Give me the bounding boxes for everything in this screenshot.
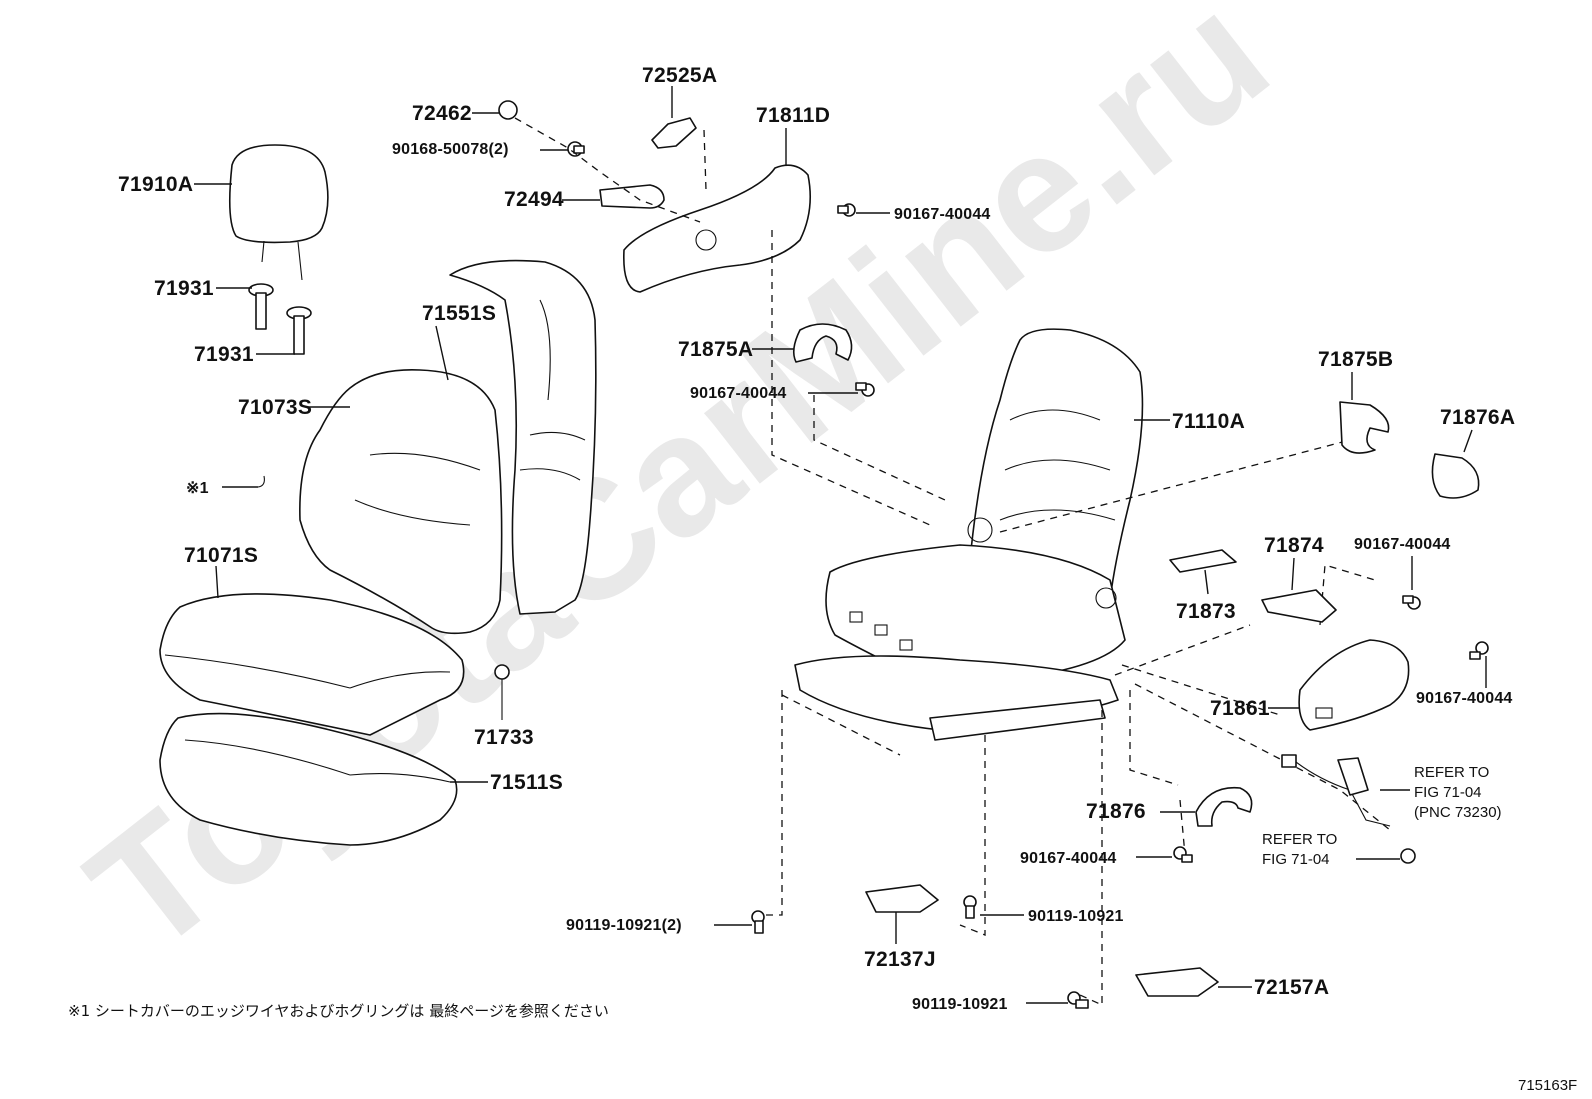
label-71110A: 71110A bbox=[1172, 410, 1245, 433]
label-71875B: 71875B bbox=[1318, 348, 1393, 371]
seat-frame-part[interactable] bbox=[794, 328, 1144, 741]
bolt-refer-part[interactable] bbox=[1400, 848, 1416, 864]
label-90167-r2: 90167-40044 bbox=[1416, 690, 1513, 707]
label-72137J: 72137J bbox=[864, 948, 936, 971]
seat-cushion-cover-part[interactable] bbox=[159, 593, 465, 736]
bolt-90119-low[interactable] bbox=[1067, 991, 1089, 1009]
refer-text-1-line1: REFER TO bbox=[1414, 764, 1489, 781]
label-71551S: 71551S bbox=[422, 302, 496, 325]
label-71861: 71861 bbox=[1210, 697, 1270, 720]
seatback-cover-part[interactable] bbox=[299, 369, 503, 635]
seatback-pad-part[interactable] bbox=[449, 259, 597, 615]
cover-71874-part[interactable] bbox=[1261, 589, 1337, 623]
cap-part[interactable] bbox=[498, 100, 518, 120]
label-90119-2: 90119-10921(2) bbox=[566, 917, 682, 934]
label-71873: 71873 bbox=[1176, 600, 1236, 623]
label-90119-mid: 90119-10921 bbox=[1028, 908, 1124, 925]
footnote-text: ※1 シートカバーのエッジワイヤおよびホグリングは 最終ページを参照ください bbox=[68, 1002, 609, 1020]
screw-90167-r1[interactable] bbox=[1402, 595, 1421, 610]
figure-id: 715163F bbox=[1518, 1077, 1577, 1094]
refer-text-1-line2: FIG 71-04 bbox=[1414, 784, 1482, 801]
bracket-71876-part[interactable] bbox=[1195, 786, 1253, 827]
label-72525A: 72525A bbox=[642, 64, 717, 87]
label-90168: 90168-50078(2) bbox=[392, 141, 509, 158]
label-71931-a: 71931 bbox=[154, 277, 214, 300]
screw-90167-mid[interactable] bbox=[855, 382, 875, 397]
label-90119-low: 90119-10921 bbox=[912, 996, 1008, 1013]
bolt-90119-mid[interactable] bbox=[963, 895, 977, 919]
recliner-lever-part[interactable] bbox=[599, 184, 665, 209]
label-72462: 72462 bbox=[412, 102, 472, 125]
label-71876A: 71876A bbox=[1440, 406, 1515, 429]
bracket-71876A-part[interactable] bbox=[1431, 453, 1480, 499]
cover-71873-part[interactable] bbox=[1169, 549, 1237, 573]
screw-90167-low[interactable] bbox=[1173, 846, 1193, 863]
bracket-71875B-part[interactable] bbox=[1339, 401, 1390, 454]
screw-90167-r2[interactable] bbox=[1469, 641, 1489, 660]
label-72494: 72494 bbox=[504, 188, 564, 211]
headrest-part[interactable] bbox=[228, 144, 329, 281]
screw-90167-top[interactable] bbox=[837, 203, 856, 217]
label-90167-top: 90167-40044 bbox=[894, 206, 991, 223]
label-71875A: 71875A bbox=[678, 338, 753, 361]
label-71910A: 71910A bbox=[118, 173, 193, 196]
refer-text-1-line3: (PNC 73230) bbox=[1414, 804, 1502, 821]
recliner-cover-part[interactable] bbox=[623, 164, 812, 293]
label-72157A: 72157A bbox=[1254, 976, 1329, 999]
label-90167-low: 90167-40044 bbox=[1020, 850, 1117, 867]
seat-cushion-pad-part[interactable] bbox=[159, 712, 458, 846]
refer-text-2-line1: REFER TO bbox=[1262, 831, 1337, 848]
bracket-71875A-part[interactable] bbox=[792, 323, 853, 363]
bolt-90119-left[interactable] bbox=[751, 910, 765, 934]
headrest-guide-1[interactable] bbox=[248, 283, 274, 330]
label-note1: ※1 bbox=[186, 480, 209, 497]
label-71874: 71874 bbox=[1264, 534, 1324, 557]
label-71073S: 71073S bbox=[238, 396, 312, 419]
headrest-guide-2[interactable] bbox=[286, 306, 312, 355]
label-90167-r1: 90167-40044 bbox=[1354, 536, 1451, 553]
cushion-clip-part[interactable] bbox=[494, 664, 510, 720]
cover-72157A-part[interactable] bbox=[1135, 967, 1219, 997]
refer-text-2-line2: FIG 71-04 bbox=[1262, 851, 1330, 868]
recliner-cover-cap-part[interactable] bbox=[651, 117, 697, 149]
label-71876: 71876 bbox=[1086, 800, 1146, 823]
label-71511S: 71511S bbox=[490, 771, 563, 794]
label-71071S: 71071S bbox=[184, 544, 258, 567]
label-71733: 71733 bbox=[474, 726, 534, 749]
cover-72137J-part[interactable] bbox=[865, 884, 939, 913]
label-71931-b: 71931 bbox=[194, 343, 254, 366]
seatbelt-buckle-part[interactable] bbox=[1281, 754, 1391, 827]
side-shield-71861-part[interactable] bbox=[1298, 639, 1410, 731]
label-71811D: 71811D bbox=[756, 104, 830, 127]
label-90167-mid: 90167-40044 bbox=[690, 385, 787, 402]
bolt-90168-part[interactable] bbox=[567, 141, 585, 157]
